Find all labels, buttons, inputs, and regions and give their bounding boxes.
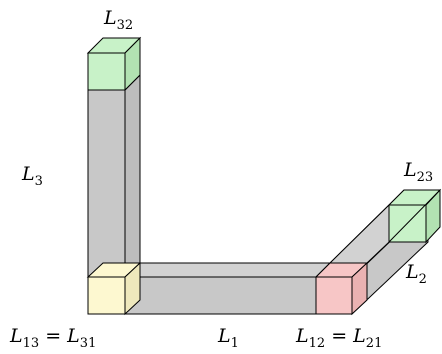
label-l3: L3	[21, 163, 43, 189]
cube-l13-front	[87, 276, 126, 315]
beam-l3-front	[87, 89, 126, 278]
beam-l1	[123, 262, 332, 315]
label-l12-l21: L12 = L21	[295, 325, 382, 351]
beam-l3	[87, 73, 141, 279]
cube-l32-front	[87, 52, 126, 91]
label-l1: L1	[217, 325, 239, 351]
cube-l23-diagonal	[388, 189, 441, 243]
label-l23: L23	[403, 159, 433, 185]
label-l2: L2	[405, 261, 427, 287]
beam-l1-front	[124, 276, 317, 315]
beam-l1-top	[123, 262, 332, 278]
cube-l13	[86, 261, 142, 316]
cube-l12-front	[315, 276, 353, 315]
cube-l23	[387, 188, 442, 244]
label-l32: L32	[103, 7, 133, 33]
beam-l3-side	[124, 73, 141, 279]
label-l13-l31: L13 = L31	[9, 325, 96, 351]
cube-l12	[314, 261, 369, 316]
cube-l32	[86, 36, 142, 92]
